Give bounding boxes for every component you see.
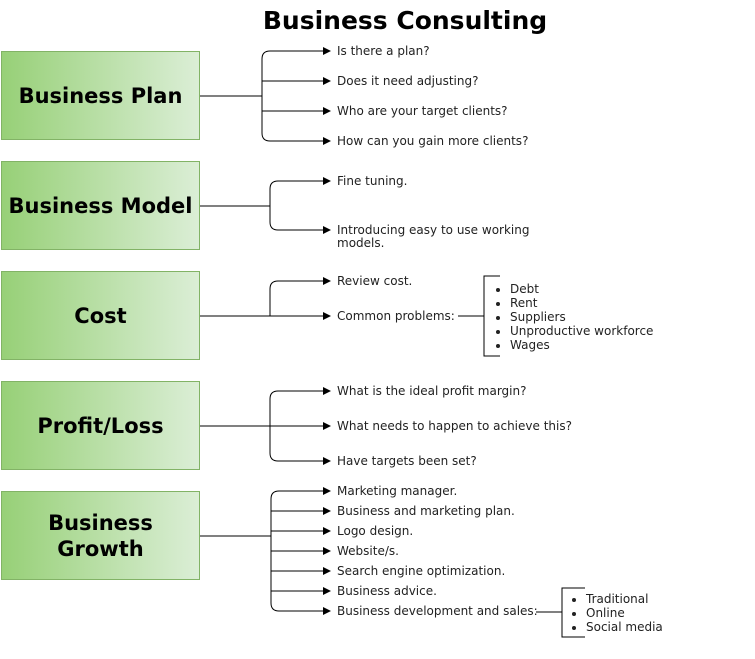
list-item: Who are your target clients? [337,104,508,118]
list-item: Business and marketing plan. [337,504,515,518]
list-item: Introducing easy to use working models. [337,223,530,250]
section-box-business-growth: Business Growth [1,491,200,580]
bullet-item: Unproductive workforce [510,324,653,338]
section-box-business-plan: Business Plan [1,51,200,140]
section-label-line-1: Business [48,510,153,535]
list-item: Business development and sales: [337,604,538,618]
bullet-item: Rent [510,296,653,310]
connector-branch [269,206,331,234]
connector-branch [261,96,331,145]
diagram-title: Business Consulting [262,6,548,35]
section-box-business-model: Business Model [1,161,200,250]
section-label-line-2: Growth [57,536,144,561]
list-item: How can you gain more clients? [337,134,529,148]
list-item: Search engine optimization. [337,564,506,578]
section-box-profit-loss: Profit/Loss [1,381,200,470]
section-label: Cost [74,303,127,328]
connector-branch [269,387,331,426]
list-item: Marketing manager. [337,484,458,498]
connector-branch [269,177,331,206]
list-item: Business advice. [337,584,437,598]
section-label: Profit/Loss [37,413,164,438]
list-item: Logo design. [337,524,414,538]
list-item: Website/s. [337,544,399,558]
list-item: Review cost. [337,274,413,288]
section-label: Business Model [8,193,193,218]
connector-branch [270,536,331,615]
section-box-cost: Cost [1,271,200,360]
cost-problems-list: Debt Rent Suppliers Unproductive workfor… [484,282,653,352]
list-item: Common problems: [337,309,455,323]
list-item: Fine tuning. [337,174,408,188]
section-label: Business Plan [18,83,183,108]
list-item: Does it need adjusting? [337,74,479,88]
bullet-item: Wages [510,338,653,352]
connector-branch [269,277,331,316]
list-item: Have targets been set? [337,454,477,468]
connector-branch [270,487,331,536]
bullet-item: Suppliers [510,310,653,324]
sublist-bracket [561,587,585,638]
bullet-item: Debt [510,282,653,296]
sublist-bracket [483,275,500,357]
list-item: Is there a plan? [337,44,430,58]
bullet-item: Traditional [586,592,663,606]
list-item: What is the ideal profit margin? [337,384,527,398]
bullet-item: Social media [586,620,663,634]
bullet-item: Online [586,606,663,620]
connector-branch [269,426,331,465]
sales-channels-list: Traditional Online Social media [560,592,663,634]
list-item: What needs to happen to achieve this? [337,419,572,433]
connector-branch [261,47,331,96]
